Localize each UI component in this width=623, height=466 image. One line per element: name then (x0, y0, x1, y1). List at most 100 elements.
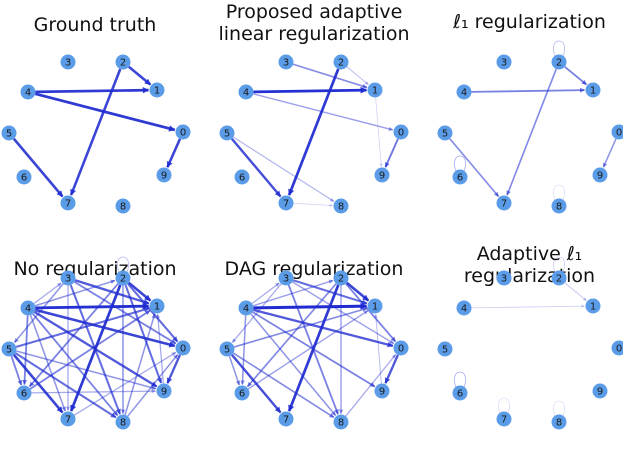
node-label: 2 (338, 274, 344, 285)
node-7: 7 (278, 411, 294, 427)
node-label: 9 (597, 387, 603, 398)
node-label: 2 (120, 274, 126, 285)
edge-5-8 (233, 136, 335, 202)
edge-6-1 (29, 309, 151, 390)
panel-title: Proposed adaptive linear regularization (218, 1, 410, 45)
node-label: 3 (65, 274, 71, 285)
node-label: 0 (180, 344, 186, 355)
node-label: 5 (6, 129, 12, 140)
edge-3-1 (292, 63, 368, 89)
edge-2-2 (553, 40, 565, 57)
edge-3-8 (287, 284, 339, 415)
node-label: 9 (379, 387, 385, 398)
node-label: 1 (154, 86, 160, 97)
node-label: 3 (501, 274, 507, 285)
node-4: 4 (456, 300, 472, 316)
node-0: 0 (393, 124, 409, 140)
node-3: 3 (496, 270, 512, 286)
edge-5-7 (12, 137, 64, 198)
node-label: 4 (243, 304, 249, 315)
edge-3-0 (292, 281, 395, 345)
node-1: 1 (585, 82, 601, 98)
node-label: 5 (224, 129, 230, 140)
edge-8-0 (127, 354, 179, 417)
edge-0-9 (384, 354, 400, 384)
node-4: 4 (20, 84, 36, 100)
edge-3-0 (73, 281, 177, 345)
edge-5-6 (228, 355, 241, 386)
node-2: 2 (551, 54, 567, 70)
node-label: 2 (556, 58, 562, 69)
node-5: 5 (1, 125, 17, 141)
node-label: 6 (457, 389, 463, 400)
node-5: 5 (437, 341, 453, 357)
panel-title: Ground truth (33, 14, 157, 36)
edge-2-6 (28, 283, 119, 388)
node-6: 6 (234, 385, 250, 401)
node-3: 3 (278, 54, 294, 70)
panel-title: DAG regularization (224, 258, 404, 280)
edge-6-1 (247, 310, 369, 390)
node-8: 8 (333, 198, 349, 214)
node-label: 4 (461, 304, 467, 315)
edge-5-7 (230, 353, 282, 414)
edge-4-1 (471, 87, 586, 93)
node-label: 7 (65, 199, 71, 210)
edge-8-8 (553, 400, 565, 417)
edge-2-9 (124, 284, 163, 384)
edge-3-5 (231, 283, 282, 343)
node-9: 9 (374, 383, 390, 399)
node-4: 4 (456, 84, 472, 100)
node-8: 8 (115, 198, 131, 214)
edge-8-8 (553, 184, 565, 201)
edge-7-0 (74, 351, 177, 416)
node-7: 7 (60, 411, 76, 427)
node-6: 6 (452, 385, 468, 401)
edge-8-0 (345, 354, 397, 417)
edge-4-1 (253, 302, 368, 310)
node-3: 3 (278, 270, 294, 286)
node-label: 6 (239, 389, 245, 400)
node-0: 0 (611, 340, 623, 356)
node-label: 2 (120, 58, 126, 69)
node-label: 1 (590, 302, 596, 313)
node-7: 7 (60, 195, 76, 211)
node-label: 8 (338, 418, 344, 429)
node-3: 3 (496, 54, 512, 70)
edge-3-5 (13, 283, 64, 343)
node-0: 0 (175, 340, 191, 356)
node-label: 8 (556, 202, 562, 213)
node-label: 4 (243, 88, 249, 99)
node-label: 6 (239, 173, 245, 184)
edge-5-7 (449, 138, 500, 198)
node-2: 2 (551, 270, 567, 286)
node-label: 7 (283, 415, 289, 426)
edge-4-0 (252, 308, 394, 348)
node-8: 8 (333, 414, 349, 430)
edge-2-1 (127, 281, 152, 302)
node-9: 9 (592, 167, 608, 183)
edge-8-1 (124, 313, 156, 416)
node-label: 5 (442, 129, 448, 140)
node-6: 6 (234, 169, 250, 185)
node-label: 1 (372, 302, 378, 313)
edge-4-1 (35, 87, 150, 94)
edge-4-6 (240, 315, 247, 385)
node-5: 5 (437, 125, 453, 141)
node-9: 9 (156, 167, 172, 183)
node-7: 7 (278, 195, 294, 211)
node-4: 4 (238, 84, 254, 100)
edge-4-1 (471, 304, 585, 309)
edge-4-1 (253, 86, 368, 94)
node-label: 0 (616, 344, 622, 355)
edge-2-2 (553, 256, 565, 273)
node-label: 8 (556, 418, 562, 429)
edge-0-9 (166, 354, 182, 384)
node-label: 4 (25, 88, 31, 99)
edge-7-8 (293, 203, 333, 208)
node-2: 2 (333, 270, 349, 286)
